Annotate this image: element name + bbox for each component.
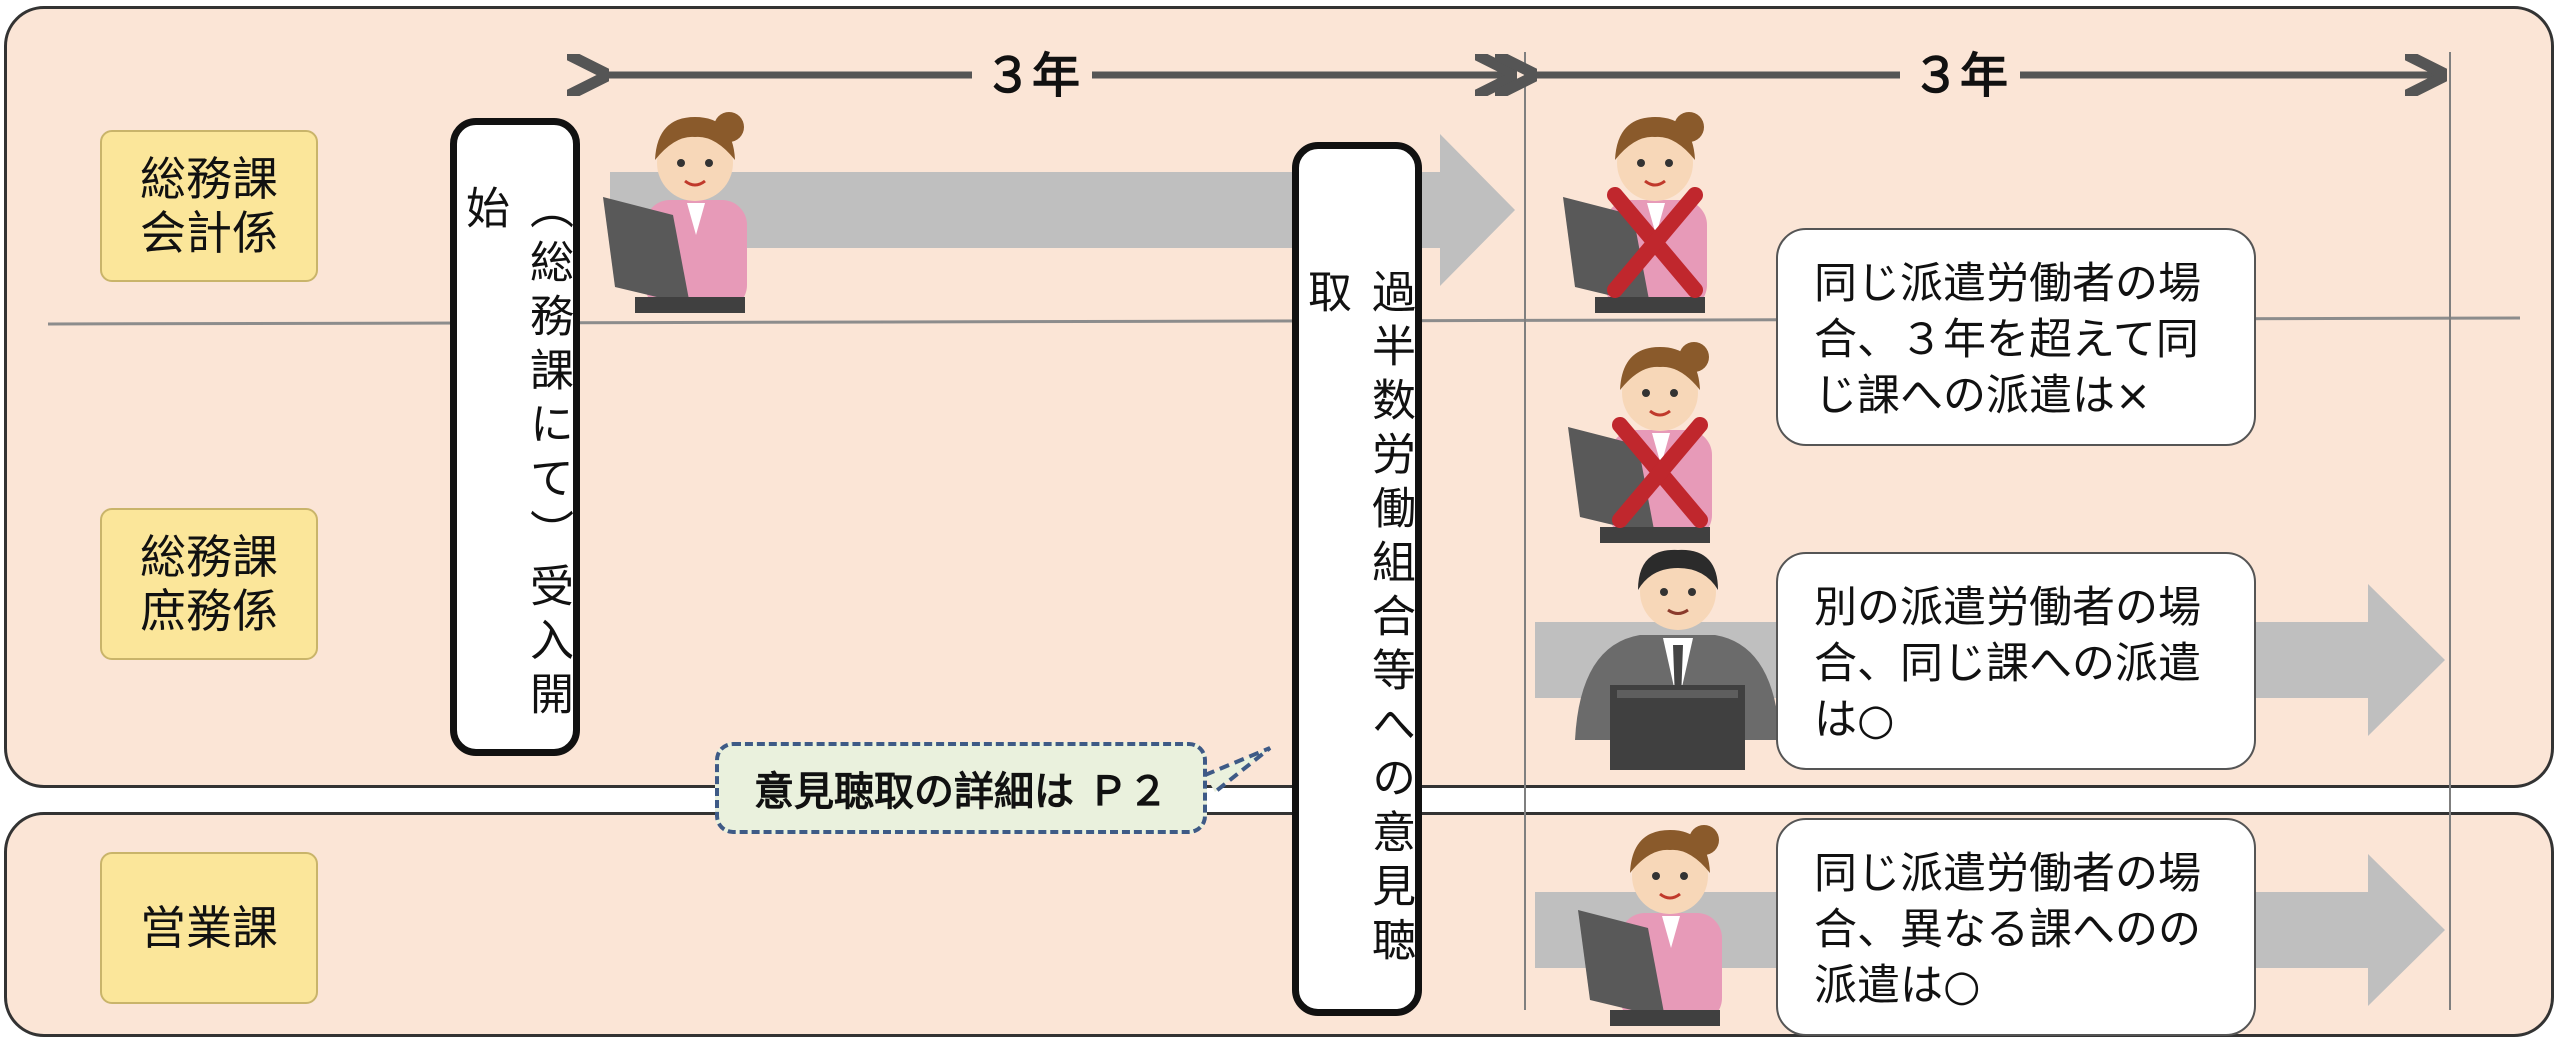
period-1-label: ３年: [972, 46, 1093, 106]
department-general-affairs-label: 総務課 庶務係: [100, 508, 318, 660]
union-hearing-box: 過半数労働組合等への意見聴取: [1292, 142, 1422, 1016]
accounting-flow-arrow: [610, 134, 1515, 286]
cross-mark-icon: [1612, 417, 1708, 528]
man-at-laptop-icon: [1575, 549, 1780, 770]
department-sales-label: 営業課: [100, 852, 318, 1004]
acceptance-start-text: （総務課にて）受入開始: [458, 185, 573, 725]
department-accounting-label: 総務課 会計係: [100, 130, 318, 282]
note-different-worker-same-section: 別の派遣労働者の場合、同じ課への派遣は○: [1776, 552, 2256, 770]
union-hearing-text: 過半数労働組合等への意見聴取: [1300, 269, 1415, 971]
period-2-label: ３年: [1900, 46, 2021, 106]
woman-at-laptop-icon: [603, 112, 747, 313]
cross-mark-icon: [1607, 187, 1703, 298]
hearing-detail-callout: 意見聴取の詳細は Ｐ２: [715, 742, 1207, 834]
note-same-worker-different-section: 同じ派遣労働者の場合、異なる課へのの派遣は○: [1776, 818, 2256, 1036]
acceptance-start-box: （総務課にて）受入開始: [450, 118, 580, 756]
note-same-worker-same-section: 同じ派遣労働者の場合、３年を超えて同じ課への派遣は×: [1776, 228, 2256, 446]
woman-at-laptop-icon: [1578, 825, 1722, 1026]
callout-pointer: [1204, 746, 1272, 794]
